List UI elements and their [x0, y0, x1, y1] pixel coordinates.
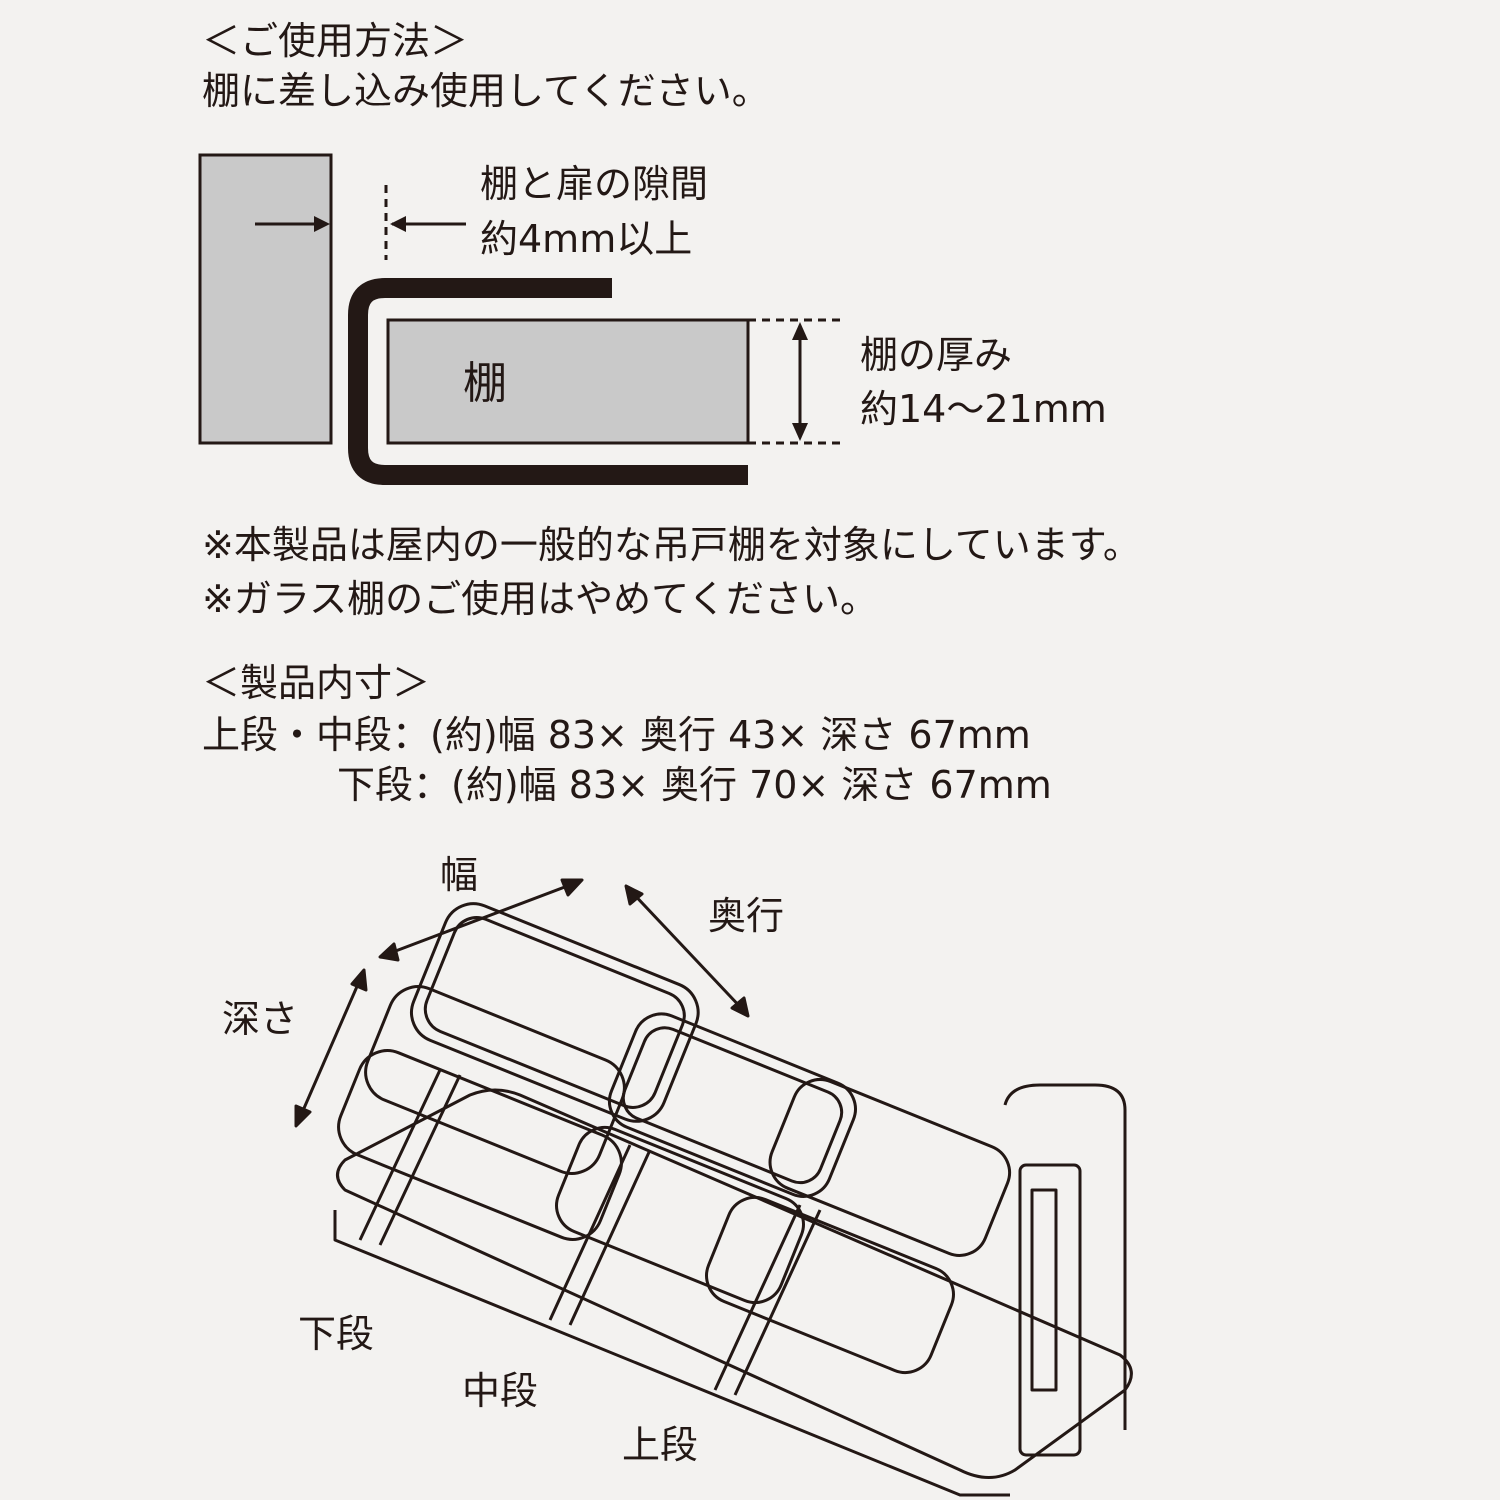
- hook-bracket: [348, 278, 748, 485]
- label-upper-tier: 上段: [622, 1423, 699, 1467]
- arrow-head: [314, 216, 330, 232]
- note: ※本製品は屋内の一般的な吊戸棚を対象にしています。: [202, 523, 1141, 567]
- dimensions-row-upper-middle: 上段・中段：(約)幅 83× 奥行 43× 深さ 67mm: [202, 713, 1031, 757]
- rack-illustration: [294, 878, 1133, 1497]
- gap-label-line1: 棚と扉の隙間: [480, 162, 709, 206]
- label-depth: 奥行: [708, 894, 785, 938]
- gap-label-line2: 約4mm以上: [480, 217, 693, 261]
- usage-heading: ＜ご使用方法＞: [202, 19, 469, 63]
- arrow-head: [390, 216, 406, 232]
- door-panel: [198, 153, 333, 445]
- label-lower-tier: 下段: [298, 1312, 375, 1356]
- thickness-label-line1: 棚の厚み: [860, 333, 1013, 377]
- shelf-label: 棚: [463, 358, 507, 409]
- dimensions-heading: ＜製品内寸＞: [202, 661, 431, 705]
- dimensions-row-lower: 下段：(約)幅 83× 奥行 70× 深さ 67mm: [337, 763, 1052, 807]
- thickness-label-line2: 約14〜21mm: [860, 387, 1107, 431]
- note: ※ガラス棚のご使用はやめてください。: [202, 577, 878, 621]
- label-height: 深さ: [222, 997, 299, 1041]
- label-middle-tier: 中段: [462, 1369, 539, 1413]
- usage-instruction: 棚に差し込み使用してください。: [202, 69, 770, 113]
- label-width: 幅: [440, 853, 479, 897]
- shelf-board: [386, 318, 750, 445]
